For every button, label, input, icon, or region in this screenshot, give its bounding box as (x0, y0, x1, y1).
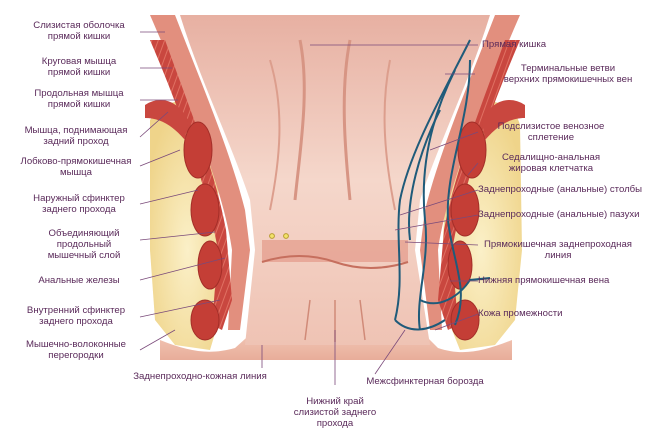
bottom-leader-lines (261, 329, 406, 385)
label-fibromuscular-septa: Мышечно-волоконные перегородки (25, 339, 127, 361)
label-levator-ani: Мышца, поднимающая задний проход (24, 125, 128, 147)
label-lower-edge-anal-mucosa: Нижний край слизистой заднего прохода (293, 396, 377, 429)
label-anal-sinuses: Заднепроходные (анальные) пазухи (478, 209, 640, 220)
label-anocutaneous-line: Заднепроходно-кожная линия (133, 371, 267, 382)
right-leader-lines (310, 44, 479, 331)
label-rectum: Прямая кишка (482, 39, 547, 50)
left-mucosa-band (150, 15, 250, 330)
rectal-lumen (180, 15, 490, 345)
right-external-sphincter (447, 121, 487, 341)
left-circular-muscle (150, 40, 232, 330)
label-longitudinal-muscle: Продольная мышца прямой кишки (34, 88, 124, 110)
label-pectinate-line: Прямокишечная заднепроходная линия (484, 239, 632, 261)
label-puborectalis: Лобково-прямокишечная мышца (20, 156, 132, 178)
right-levator (482, 100, 525, 140)
label-intersphincteric-groove: Межсфинктерная борозда (366, 376, 484, 387)
label-anal-glands: Анальные железы (38, 275, 120, 286)
label-inferior-rectal-vein: Нижняя прямокишечная вена (478, 275, 610, 286)
label-rectal-mucosa: Слизистая оболочка прямой кишки (33, 20, 125, 42)
label-external-sphincter: Наружный сфинктер заднего прохода (33, 193, 125, 215)
left-external-sphincter (183, 121, 223, 341)
label-superior-rectal-vein-branches: Терминальные ветви верхних прямокишечных… (503, 63, 633, 85)
right-mucosa-band (420, 15, 520, 330)
label-conjoined-longitudinal-layer: Объединяющий продольный мышечный слой (47, 228, 121, 261)
left-levator (145, 100, 188, 140)
label-perineal-skin: Кожа промежности (478, 308, 563, 319)
label-internal-sphincter: Внутренний сфинктер заднего прохода (26, 305, 126, 327)
label-submucosal-venous-plexus: Подслизистое венозное сплетение (497, 121, 605, 143)
left-leader-lines (139, 31, 226, 351)
label-ischioanal-fat: Седалищно-анальная жировая клетчатка (501, 152, 601, 174)
label-anal-columns: Заднепроходные (анальные) столбы (478, 184, 643, 195)
venous-plexus (394, 39, 491, 331)
label-circular-muscle: Круговая мышца прямой кишки (41, 56, 117, 78)
